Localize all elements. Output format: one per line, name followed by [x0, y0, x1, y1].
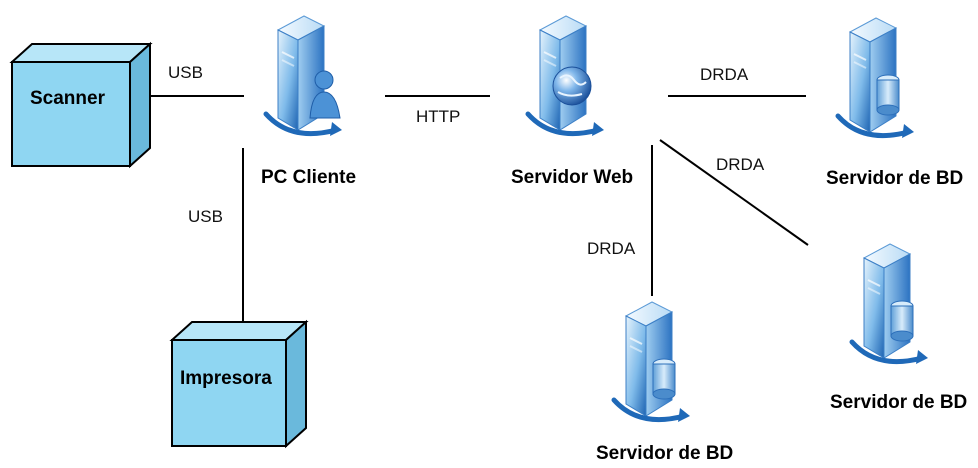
label-pc-web: HTTP: [416, 107, 460, 126]
web-server-icon: [528, 16, 604, 136]
servidor-bd-3-node: Servidor de BD: [596, 302, 733, 464]
servidor-bd-1-label: Servidor de BD: [826, 168, 963, 189]
label-web-bd2: DRDA: [716, 155, 765, 174]
database-server-icon: [614, 302, 690, 422]
pc-cliente-label: PC Cliente: [261, 167, 356, 188]
scanner-label: Scanner: [30, 88, 106, 109]
servidor-bd-2-label: Servidor de BD: [830, 392, 967, 413]
client-computer-icon: [266, 16, 342, 136]
database-server-icon: [838, 18, 914, 138]
servidor-bd-3-label: Servidor de BD: [596, 443, 733, 464]
servidor-web-label: Servidor Web: [511, 167, 633, 188]
pc-cliente-node: PC Cliente: [261, 16, 356, 188]
link-web-bd2: [659, 139, 809, 246]
label-web-bd3: DRDA: [587, 239, 636, 258]
label-pc-impresora: USB: [188, 207, 223, 226]
label-web-bd1: DRDA: [700, 65, 749, 84]
database-server-icon: [852, 244, 928, 364]
servidor-web-node: Servidor Web: [511, 16, 633, 188]
impresora-label: Impresora: [180, 368, 272, 389]
label-scanner-pc: USB: [168, 63, 203, 82]
impresora-node: Impresora: [169, 319, 309, 449]
servidor-bd-1-node: Servidor de BD: [826, 18, 963, 189]
scanner-node: Scanner: [9, 41, 153, 169]
servidor-bd-2-node: Servidor de BD: [830, 244, 967, 413]
